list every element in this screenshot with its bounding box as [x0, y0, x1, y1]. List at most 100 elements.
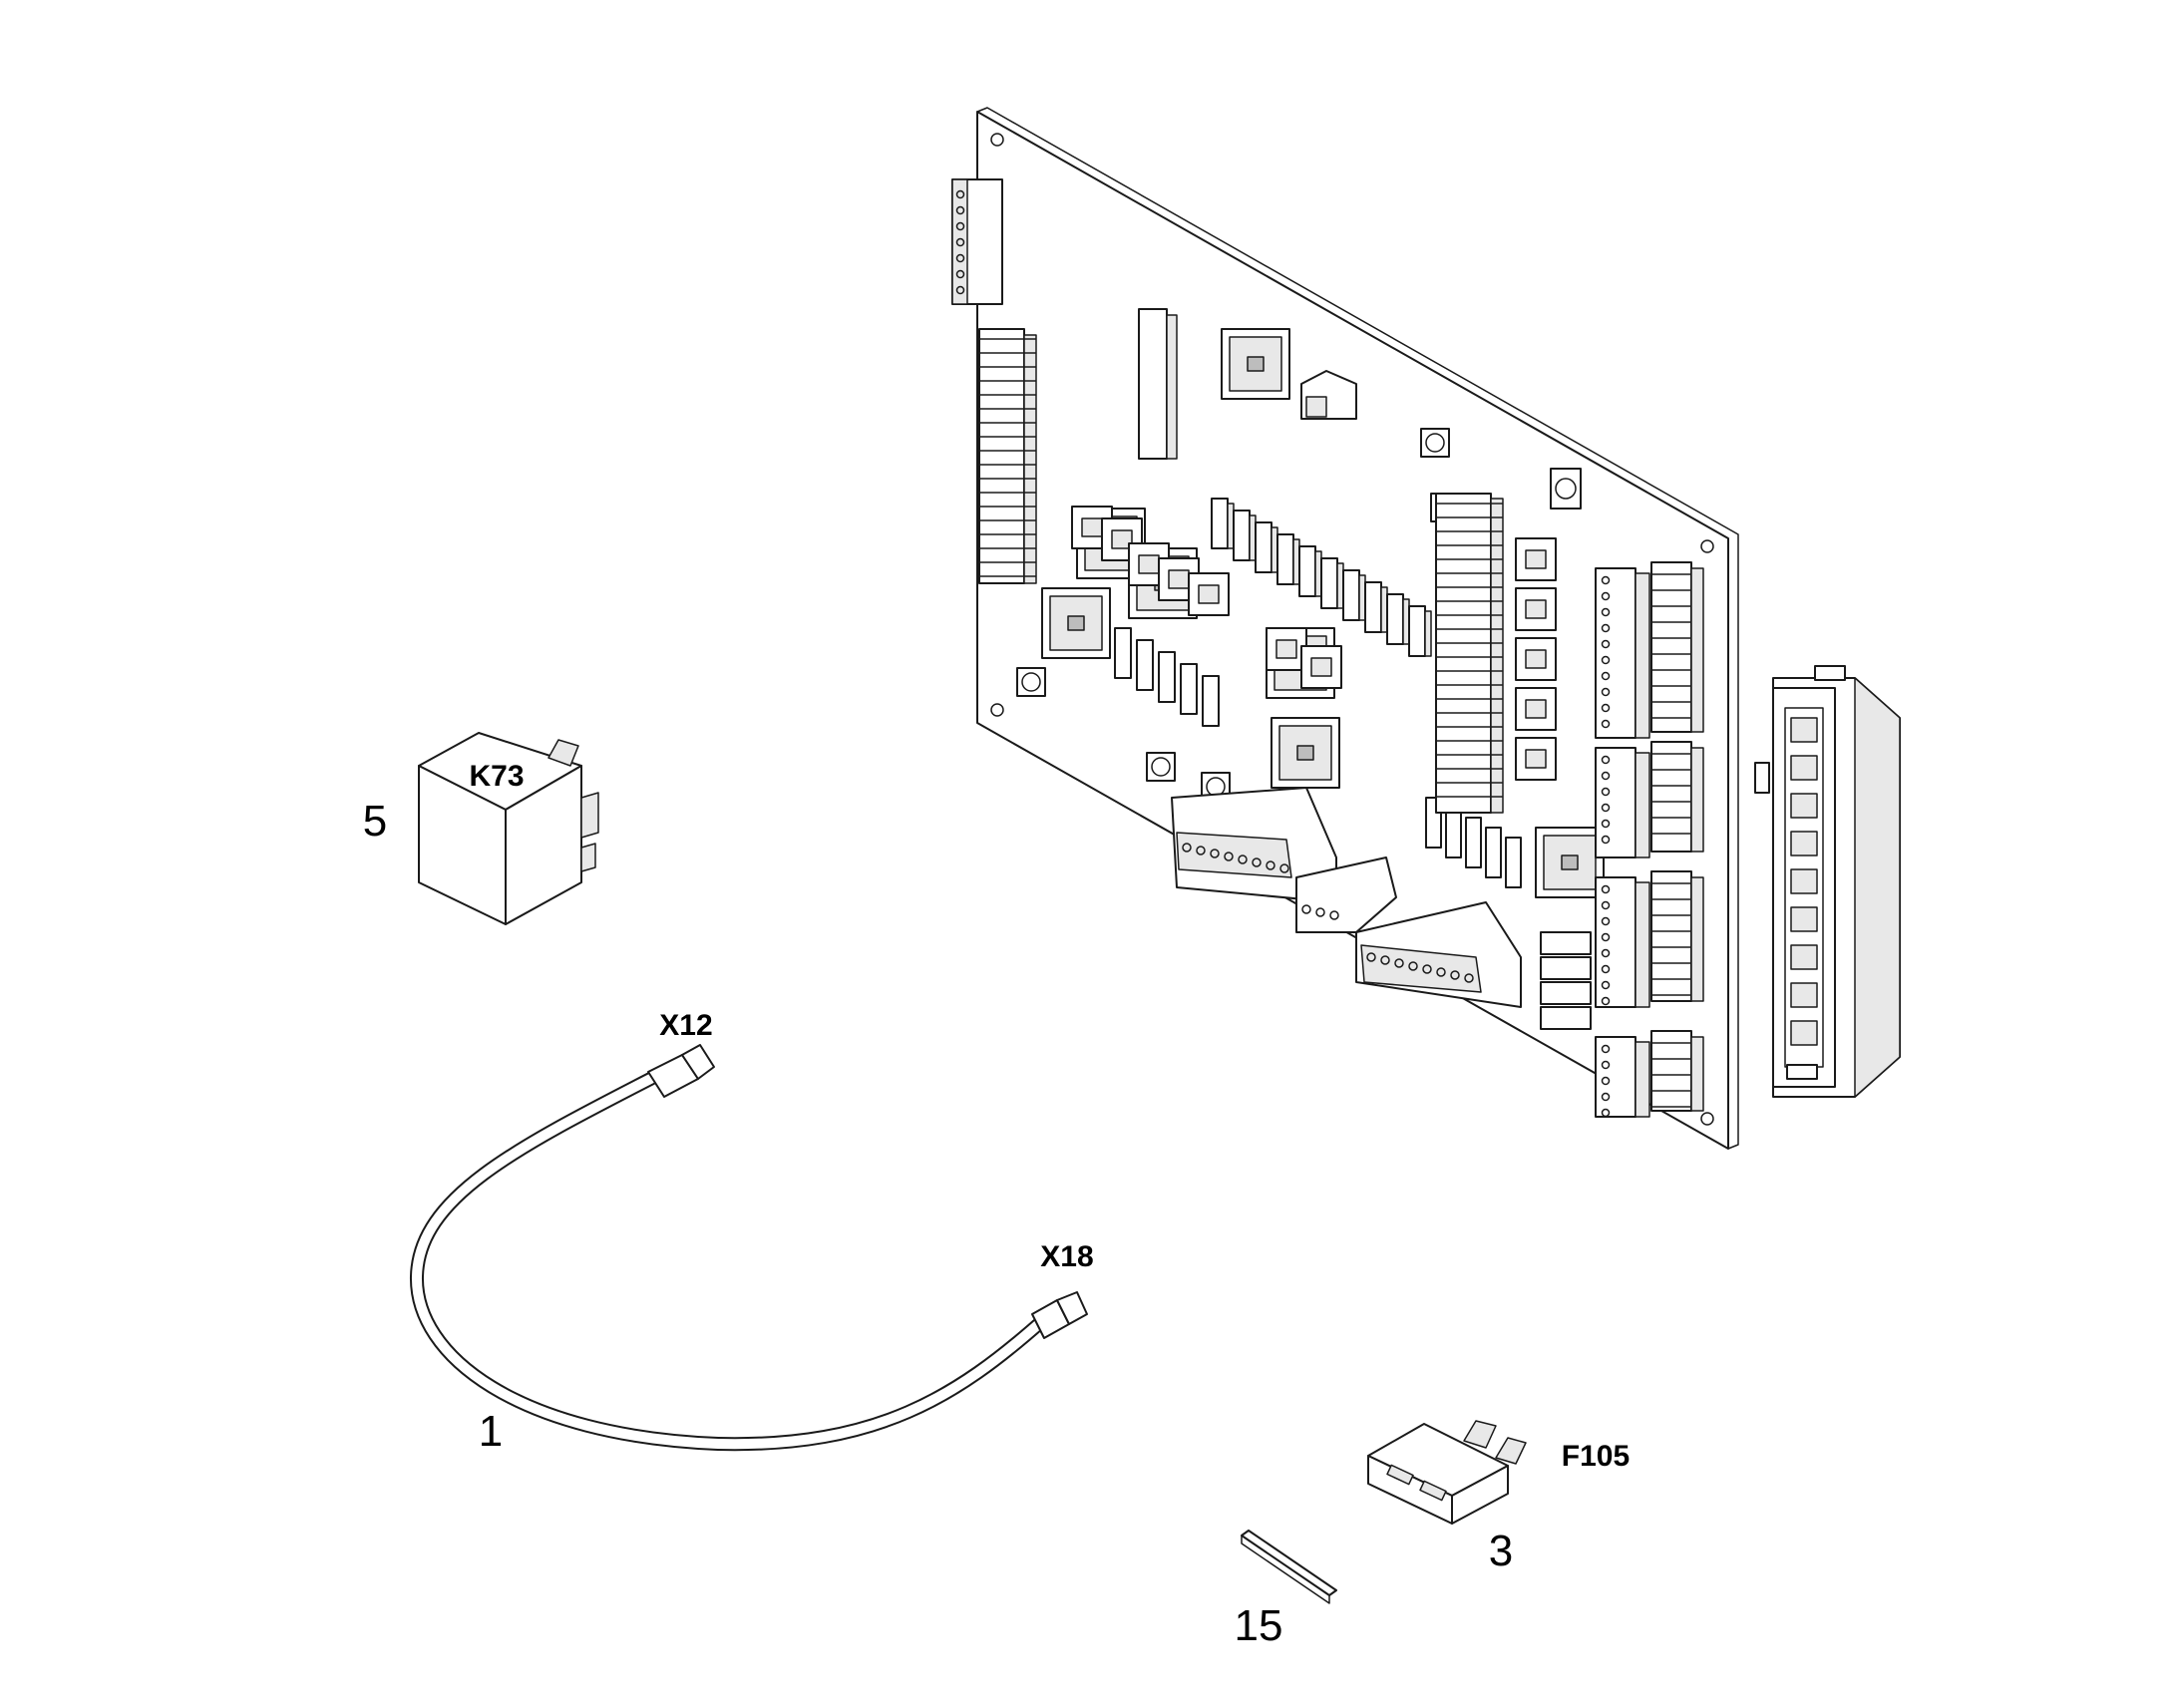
relay-socket-pin	[1296, 745, 1314, 761]
fuse-holder	[1233, 510, 1251, 561]
fuse-holder	[1298, 545, 1316, 597]
small-terminal	[1540, 931, 1592, 955]
connector-icon	[1754, 665, 1901, 1098]
connector-slot	[1790, 868, 1818, 894]
terminal-pin	[1601, 932, 1611, 942]
connector-pin	[1408, 961, 1418, 971]
fuse-holder	[1276, 533, 1294, 585]
fuse-holder	[1386, 593, 1404, 645]
terminal-block-side	[1690, 567, 1704, 733]
terminal-pin	[1601, 787, 1611, 797]
terminal-pin	[955, 253, 965, 263]
terminal-pin	[1601, 884, 1611, 894]
trimmer-knob	[1151, 757, 1171, 777]
terminal-pin	[1601, 671, 1611, 681]
connector-slot	[1790, 1020, 1818, 1046]
terminal-pin	[1601, 996, 1611, 1006]
fuse-holder	[1320, 557, 1338, 609]
terminal-block-side	[1690, 747, 1704, 853]
connector-slot	[1790, 944, 1818, 970]
small-terminal	[1540, 956, 1592, 980]
small-socket-inner	[1525, 649, 1547, 669]
connector-pin	[1266, 860, 1275, 870]
connector-pin	[1450, 970, 1460, 980]
small-socket-inner	[1525, 749, 1547, 769]
terminal-pin	[1601, 703, 1611, 713]
terminal-pin	[1601, 948, 1611, 958]
terminal-block	[1650, 870, 1692, 1002]
terminal-block-side	[1635, 881, 1650, 1008]
terminal-pin	[1601, 623, 1611, 633]
fuse-holder	[1364, 581, 1382, 633]
relay-icon: K73	[418, 732, 599, 925]
fuse-holder	[1445, 807, 1462, 858]
connector-pin	[1279, 863, 1289, 873]
terminal-block-side	[1635, 572, 1650, 739]
fuse-holder	[1505, 837, 1522, 888]
cable-icon	[409, 1044, 1088, 1452]
relay-socket-pin	[1247, 356, 1265, 372]
relay-socket-pin	[1067, 615, 1085, 631]
connector-pin	[1315, 907, 1325, 917]
small-socket-inner	[1111, 529, 1133, 549]
small-socket-inner	[1525, 549, 1547, 569]
fuse-holder	[1114, 627, 1132, 679]
connector-pin	[1394, 958, 1404, 968]
trimmer-knob	[1555, 478, 1577, 500]
connector-slot	[1790, 755, 1818, 781]
circuit-board-icon	[951, 107, 1739, 1150]
fuse-holder	[1211, 498, 1229, 549]
connector-pin	[1436, 967, 1446, 977]
terminal-pin	[1601, 835, 1611, 845]
connector-pin	[1252, 857, 1262, 867]
trimmer	[1146, 752, 1176, 782]
label-strip-icon	[1241, 1530, 1337, 1604]
fuse-holder	[1408, 605, 1426, 657]
terminal-pin	[1601, 607, 1611, 617]
terminal-block	[1650, 741, 1692, 853]
terminal-pin	[1601, 755, 1611, 765]
trimmer-knob	[1021, 672, 1041, 692]
connector-pin	[1301, 904, 1311, 914]
terminal-pin	[1601, 1060, 1611, 1070]
terminal-block-side	[1690, 1036, 1704, 1112]
terminal-pin	[1601, 1092, 1611, 1102]
terminal-pin	[1601, 916, 1611, 926]
strip-item-number: 15	[1235, 1601, 1283, 1650]
terminal-pin	[955, 205, 965, 215]
fuse-holder	[1158, 651, 1176, 703]
terminal-pin	[1601, 1044, 1611, 1054]
terminal-block-side	[1635, 752, 1650, 858]
small-terminal	[1540, 1006, 1592, 1030]
connector-pin	[1366, 952, 1376, 962]
fuse-holder	[1255, 521, 1272, 573]
connector-slot	[1790, 906, 1818, 932]
connector-pin	[1182, 843, 1192, 853]
cable-end-b-label: X18	[1040, 1240, 1093, 1273]
small-socket-inner	[1138, 554, 1160, 574]
connector-pin	[1238, 854, 1248, 864]
terminal-pin	[1601, 771, 1611, 781]
terminal-pin	[1601, 575, 1611, 585]
fuse-icon	[1367, 1420, 1527, 1525]
connector-pin	[1210, 849, 1220, 858]
fuse-holder	[1342, 569, 1360, 621]
terminal-pin	[1601, 719, 1611, 729]
connector-slot	[1790, 831, 1818, 856]
terminal-block-side	[1635, 1041, 1650, 1118]
terminal-pin	[1601, 655, 1611, 665]
connector-slot	[1790, 793, 1818, 819]
terminal-block	[1650, 561, 1692, 733]
terminal-pin	[1601, 964, 1611, 974]
terminal-block	[1595, 747, 1636, 858]
cable-end-a-label: X12	[659, 1009, 712, 1042]
connector-pin	[1329, 910, 1339, 920]
terminal-pin	[1601, 591, 1611, 601]
trimmer-knob	[1425, 433, 1445, 453]
terminal-block	[1595, 567, 1636, 739]
cable-item-number: 1	[479, 1407, 503, 1456]
relay-code-label: K73	[469, 760, 524, 793]
connector-slot	[1790, 982, 1818, 1008]
terminal-pin	[1601, 803, 1611, 813]
terminal-pin	[955, 269, 965, 279]
